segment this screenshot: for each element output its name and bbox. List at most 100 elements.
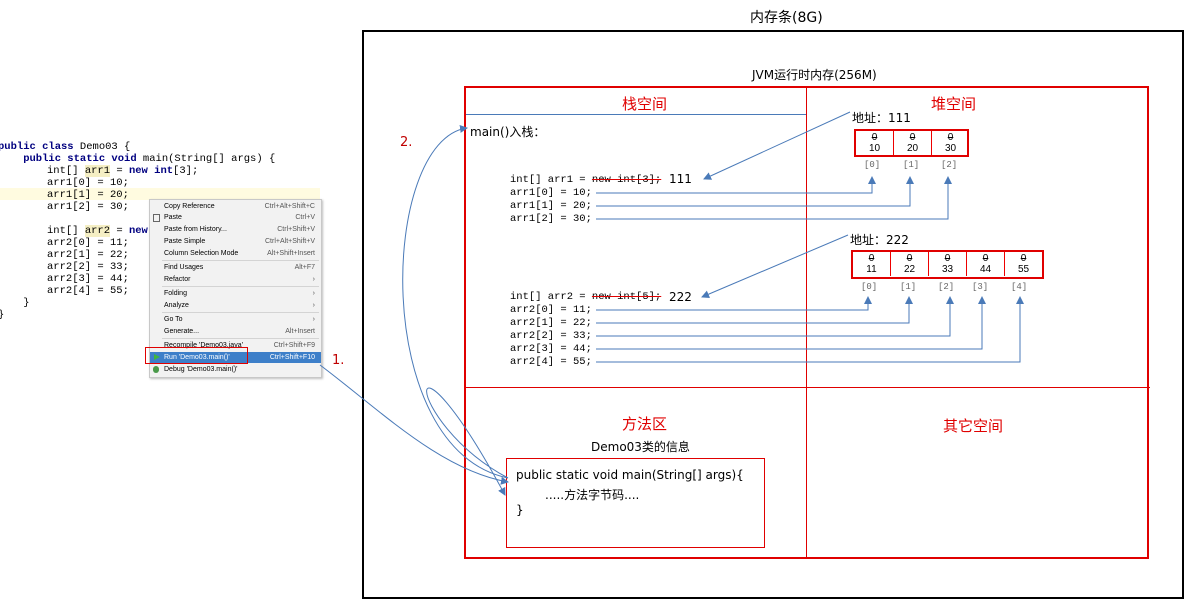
method-bytecode-box — [506, 458, 765, 548]
menu-item-recompile[interactable]: Recompile 'Demo03.java'Ctrl+Shift+F9 — [164, 342, 315, 349]
stack-arr1-decl: int[] arr1 = new int[3]; — [510, 174, 662, 186]
stack-arr1-0: arr1[0] = 10; — [510, 187, 592, 199]
stack-arr2-decl: int[] arr2 = new int[5]; — [510, 291, 662, 303]
memory-title: 内存条(8G) — [750, 10, 823, 26]
method-area-class-info: Demo03类的信息 — [591, 440, 690, 454]
menu-item-paste-history[interactable]: Paste from History...Ctrl+Shift+V — [164, 226, 315, 233]
arrow-arr2-2 — [596, 296, 954, 337]
menu-item-analyze[interactable]: Analyze› — [164, 302, 315, 309]
heap-array1-index: [2] — [941, 160, 958, 170]
run-highlight-box — [145, 347, 248, 364]
stack-arr2-address: 222 — [669, 290, 692, 304]
stack-arr2-1: arr2[1] = 22; — [510, 317, 592, 329]
heap-array2-index: [0] — [861, 282, 878, 292]
code-arr2-0: arr2[0] = 11; — [47, 237, 129, 249]
arrow-run-to-method-area — [319, 364, 509, 485]
stack-arr2-2: arr2[2] = 33; — [510, 330, 592, 342]
stack-region-title: 栈空间 — [622, 95, 668, 113]
run-icon — [154, 354, 160, 360]
clipboard-icon — [153, 214, 160, 222]
code-class-decl: public class Demo03 { — [0, 141, 131, 153]
code-arr1-decl: int[] arr1 = new int[3]; — [47, 165, 199, 177]
arrow-arr2-3 — [596, 296, 986, 350]
stack-arr1-address: 111 — [669, 172, 692, 186]
stack-arr2-0: arr2[0] = 11; — [510, 304, 592, 316]
step-2-label: 2. — [400, 135, 413, 150]
menu-item-refactor[interactable]: Refactor› — [164, 276, 315, 283]
code-arr2-decl: int[] arr2 = new — [47, 225, 148, 237]
menu-separator — [162, 312, 319, 313]
code-current-line — [0, 188, 320, 200]
heap-array1-address: 地址：111 — [852, 111, 911, 125]
code-arr2-1: arr2[1] = 22; — [47, 249, 129, 261]
heap-region-title: 堆空间 — [931, 95, 977, 113]
heap-array2-index: [1] — [900, 282, 917, 292]
heap-array2-index: [4] — [1011, 282, 1028, 292]
step-1-label: 1. — [332, 353, 345, 368]
arrow-arr2-1 — [596, 296, 913, 324]
arrow-arr1-1 — [596, 176, 914, 207]
stack-arr1-2: arr1[2] = 30; — [510, 213, 592, 225]
menu-item-debug[interactable]: Debug 'Demo03.main()' — [150, 364, 321, 375]
code-arr1-1: arr1[1] = 20; — [47, 189, 129, 201]
heap-array2-index: [2] — [938, 282, 955, 292]
code-close-outer: } — [0, 309, 4, 322]
menu-item-run[interactable]: Run 'Demo03.main()'Ctrl+Shift+F10 — [150, 352, 321, 363]
arrow-arr2-0 — [596, 296, 872, 311]
heap-array2-address: 地址：222 — [850, 233, 909, 247]
code-arr2-2: arr2[2] = 33; — [47, 261, 129, 273]
arrow-method-to-stack — [402, 125, 509, 479]
code-close-inner: } — [0, 297, 30, 309]
stack-arr2-3: arr2[3] = 44; — [510, 343, 592, 355]
arrow-addr222-to-stack — [701, 234, 849, 298]
arrow-arr2-4 — [596, 296, 1024, 363]
arrow-loop — [426, 387, 509, 496]
other-region-title: 其它空间 — [943, 417, 1004, 435]
arrow-addr111-to-stack — [703, 111, 851, 180]
code-arr1-2: arr1[2] = 30; — [47, 201, 129, 213]
stack-arr2-4: arr2[4] = 55; — [510, 356, 592, 368]
memory-stick-box — [362, 30, 1184, 599]
menu-separator — [162, 338, 319, 339]
heap-array1-index: [0] — [864, 160, 881, 170]
method-bytecode-line1: public static void main(String[] args){ — [516, 468, 744, 482]
stack-push-label: main()入栈： — [470, 125, 546, 139]
menu-separator — [162, 286, 319, 287]
menu-item-folding[interactable]: Folding› — [164, 290, 315, 297]
method-area-title: 方法区 — [622, 415, 668, 433]
menu-item-generate[interactable]: Generate...Alt+Insert — [164, 328, 315, 335]
arrow-arr1-2 — [596, 176, 952, 220]
code-arr2-4: arr2[4] = 55; — [47, 285, 129, 297]
jvm-title: JVM运行时内存(256M) — [752, 68, 877, 82]
horizontal-divider — [466, 387, 1150, 388]
arrow-arr1-0 — [596, 176, 876, 194]
heap-array2-index: [3] — [972, 282, 989, 292]
menu-item-go-to[interactable]: Go To› — [164, 316, 315, 323]
stack-arr1-1: arr1[1] = 20; — [510, 200, 592, 212]
code-main-decl: public static void main(String[] args) { — [0, 153, 276, 165]
method-bytecode-line3: } — [516, 503, 524, 517]
heap-array1-index: [1] — [903, 160, 920, 170]
menu-separator — [162, 260, 319, 261]
debug-icon — [153, 366, 159, 373]
code-arr2-3: arr2[3] = 44; — [47, 273, 129, 285]
stack-header-line — [466, 114, 806, 115]
code-arr1-0: arr1[0] = 10; — [47, 177, 129, 189]
